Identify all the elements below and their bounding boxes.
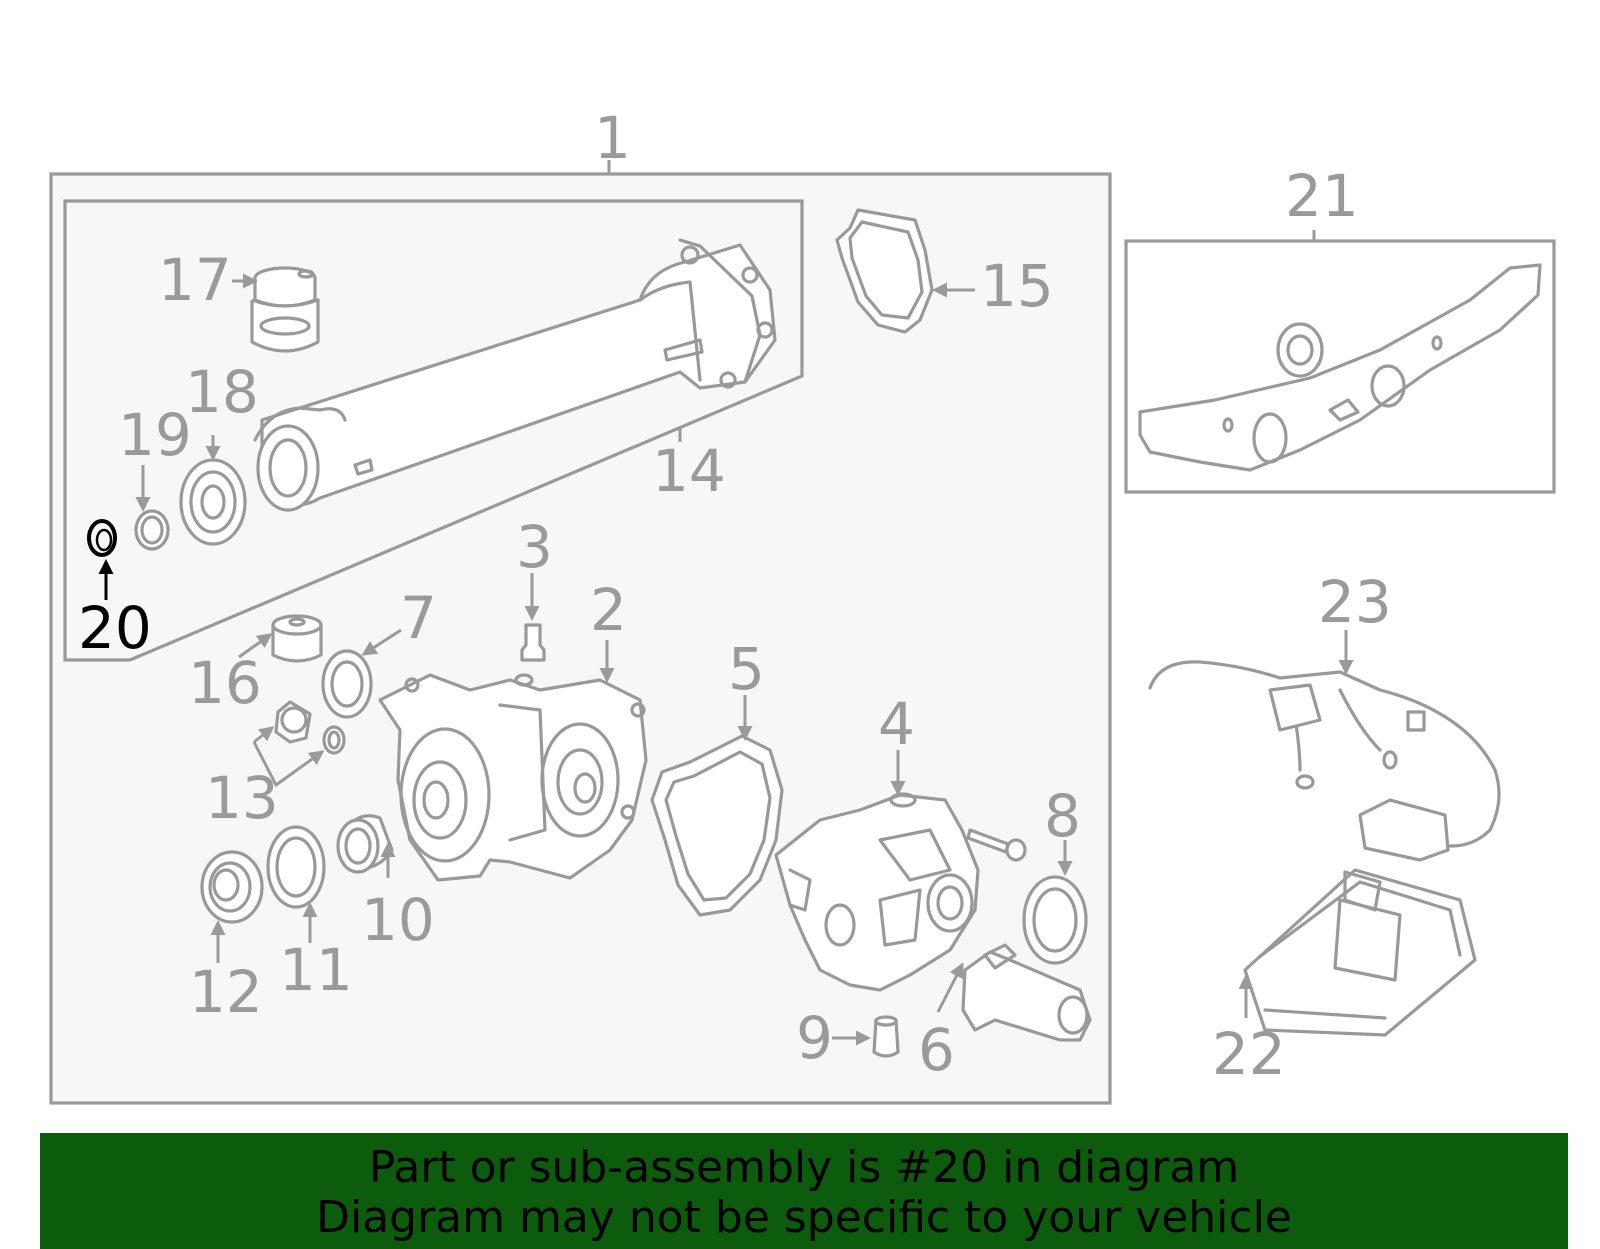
callout-9: 9 bbox=[796, 1004, 833, 1072]
part-23-harness bbox=[1148, 660, 1501, 862]
part-21-crossmember bbox=[1138, 263, 1542, 472]
callout-labels: 1 2 3 4 5 6 7 8 9 10 11 12 13 14 15 16 1… bbox=[78, 104, 1392, 1088]
axle-housing-tube bbox=[253, 238, 777, 512]
callout-1: 1 bbox=[594, 104, 631, 172]
callout-13: 13 bbox=[205, 764, 279, 832]
part-17-bushing bbox=[250, 266, 320, 353]
bolt bbox=[966, 828, 1027, 862]
callout-19: 19 bbox=[118, 401, 192, 469]
part-12-nut bbox=[200, 850, 264, 924]
callout-2: 2 bbox=[590, 576, 627, 644]
banner-line-1: Part or sub-assembly is #20 in diagram bbox=[368, 1142, 1240, 1193]
part-8-seal bbox=[1022, 875, 1088, 965]
callout-11: 11 bbox=[279, 936, 353, 1004]
callout-12: 12 bbox=[189, 958, 263, 1026]
part-5-gasket bbox=[650, 734, 784, 917]
callout-6: 6 bbox=[918, 1016, 955, 1084]
callout-21: 21 bbox=[1285, 162, 1359, 230]
part-18-seal bbox=[179, 458, 247, 546]
part-4-gearbox bbox=[774, 792, 980, 992]
callout-14: 14 bbox=[652, 437, 726, 505]
part-19-ring bbox=[134, 509, 170, 551]
part-16-bushing bbox=[271, 614, 323, 663]
callout-3: 3 bbox=[516, 513, 553, 581]
callout-23: 23 bbox=[1318, 568, 1392, 636]
callout-7: 7 bbox=[400, 584, 437, 652]
callout-15: 15 bbox=[980, 252, 1054, 320]
banner-line-2: Diagram may not be specific to your vehi… bbox=[316, 1192, 1292, 1243]
callout-20: 20 bbox=[78, 594, 152, 662]
callout-18: 18 bbox=[185, 358, 259, 426]
callout-10: 10 bbox=[361, 886, 435, 954]
part-3-sensor bbox=[520, 623, 546, 662]
callout-4: 4 bbox=[878, 690, 915, 758]
part-9-plug bbox=[872, 1015, 900, 1058]
part-6-motor bbox=[961, 943, 1092, 1042]
leader-lines bbox=[98, 273, 1354, 1046]
part-13-plug bbox=[274, 700, 346, 755]
part-2-diff-housing bbox=[378, 673, 648, 882]
callout-8: 8 bbox=[1044, 782, 1081, 850]
part-20-ring-highlighted bbox=[87, 519, 117, 557]
info-banner: Part or sub-assembly is #20 in diagram D… bbox=[40, 1133, 1568, 1249]
part-10-sleeve bbox=[336, 814, 394, 874]
callout-5: 5 bbox=[728, 635, 765, 703]
callout-22: 22 bbox=[1212, 1020, 1286, 1088]
callout-17: 17 bbox=[158, 246, 232, 314]
part-22-module bbox=[1243, 868, 1477, 1037]
part-15-gasket bbox=[835, 208, 934, 334]
part-11-seal bbox=[266, 825, 326, 909]
part-7-seal bbox=[321, 649, 373, 719]
callout-16: 16 bbox=[188, 649, 262, 717]
